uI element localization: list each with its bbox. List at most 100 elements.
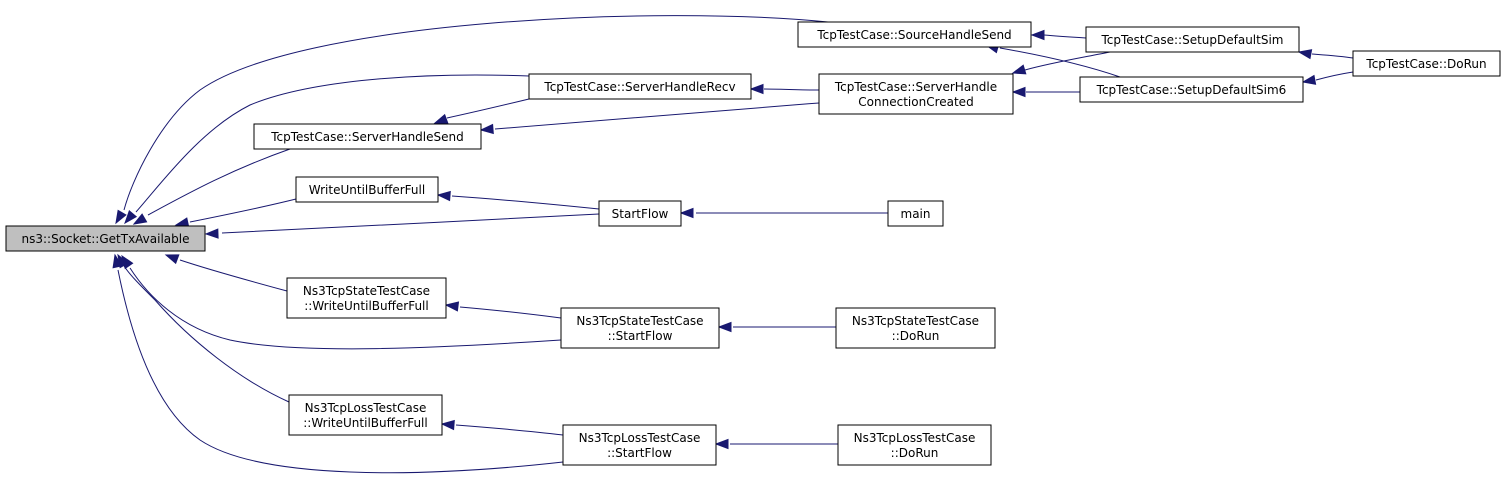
arrowhead-icon	[1297, 49, 1313, 60]
node-label: ConnectionCreated	[858, 95, 973, 109]
node-setup[interactable]: TcpTestCase::SetupDefaultSim	[1085, 26, 1300, 53]
node-label: Ns3TcpLossTestCase	[305, 401, 427, 415]
node-box	[288, 394, 443, 436]
node-gettx[interactable]: ns3::Socket::GetTxAvailable	[5, 225, 206, 252]
arrowhead-icon	[679, 207, 694, 219]
node-label: ns3::Socket::GetTxAvailable	[22, 232, 190, 246]
arrowhead-icon	[164, 254, 180, 265]
arrowhead-icon	[132, 213, 148, 225]
node-srvsend[interactable]: TcpTestCase::ServerHandleSend	[253, 123, 482, 150]
edge-statestart-to-statewubf	[444, 301, 562, 319]
edge-setup6-to-srvconn	[1011, 86, 1080, 98]
node-label: TcpTestCase::SourceHandleSend	[816, 28, 1011, 42]
edge-setup-to-srcsend	[1030, 29, 1087, 41]
node-label: ::WriteUntilBufferFull	[303, 416, 427, 430]
arrowhead-icon	[1030, 29, 1045, 41]
node-box	[1085, 26, 1300, 53]
node-label: ::DoRun	[892, 329, 940, 343]
edge-line	[1024, 51, 1111, 71]
node-startflow[interactable]: StartFlow	[598, 200, 682, 227]
nodes-layer: ns3::Socket::GetTxAvailable TcpTestCase::…	[5, 21, 1501, 466]
node-box	[295, 176, 439, 203]
arrowhead-icon	[1301, 74, 1317, 85]
node-box	[562, 424, 717, 466]
node-box	[1352, 50, 1501, 77]
node-label: ::StartFlow	[607, 446, 672, 460]
node-srcsend[interactable]: TcpTestCase::SourceHandleSend	[797, 21, 1032, 48]
edge-line	[221, 213, 600, 234]
edge-line	[451, 195, 600, 210]
arrowhead-icon	[433, 113, 449, 124]
node-srvrecv[interactable]: TcpTestCase::ServerHandleRecv	[528, 73, 752, 100]
edge-srvrecv-to-gettx	[124, 74, 530, 225]
edge-line	[1311, 53, 1354, 59]
node-main[interactable]: main	[887, 200, 944, 227]
edge-line	[1315, 71, 1354, 81]
node-lossdorun[interactable]: Ns3TcpLossTestCase::DoRun	[837, 424, 992, 466]
node-box	[560, 307, 720, 349]
arrowhead-icon	[714, 438, 729, 450]
node-box	[5, 225, 206, 252]
arrowhead-icon	[440, 419, 455, 431]
node-statestart[interactable]: Ns3TcpStateTestCase::StartFlow	[560, 307, 720, 349]
edge-srvconn-to-srvsend	[479, 102, 820, 135]
node-box	[1079, 76, 1304, 103]
arrowhead-icon	[1011, 86, 1026, 98]
edge-line	[446, 98, 530, 119]
edge-statewubf-to-gettx	[164, 254, 288, 292]
node-label: main	[901, 207, 931, 221]
node-box	[253, 123, 482, 150]
node-label: Ns3TcpLossTestCase	[579, 431, 701, 445]
edge-lossdorun-to-lossstart	[714, 438, 838, 450]
edge-line	[494, 102, 820, 130]
edge-startflow-to-wubf	[436, 190, 600, 210]
edge-line	[179, 259, 288, 292]
edge-setup-to-srvconn	[1011, 51, 1111, 75]
node-statewubf[interactable]: Ns3TcpStateTestCase::WriteUntilBufferFul…	[286, 277, 447, 319]
node-label: TcpTestCase::SetupDefaultSim	[1100, 33, 1283, 47]
edge-srcsend-to-gettx	[115, 15, 829, 225]
edge-line	[763, 88, 820, 91]
arrowhead-icon	[124, 210, 138, 225]
node-box	[887, 200, 944, 227]
node-label: TcpTestCase::SetupDefaultSim6	[1096, 83, 1287, 97]
arrowhead-icon	[444, 301, 460, 312]
node-label: ::DoRun	[891, 446, 939, 460]
node-label: TcpTestCase::DoRun	[1365, 57, 1486, 71]
edge-line	[459, 306, 562, 319]
edge-statedorun-to-statestart	[717, 321, 836, 333]
edge-line	[129, 267, 562, 350]
node-losswubf[interactable]: Ns3TcpLossTestCase::WriteUntilBufferFull	[288, 394, 443, 436]
edge-losswubf-to-gettx	[117, 253, 290, 403]
node-lossstart[interactable]: Ns3TcpLossTestCase::StartFlow	[562, 424, 717, 466]
node-srvconn[interactable]: TcpTestCase::ServerHandleConnectionCreat…	[818, 73, 1014, 115]
node-label: ::StartFlow	[608, 329, 673, 343]
edge-line	[147, 148, 291, 216]
edge-lossstart-to-gettx	[112, 253, 564, 474]
arrowhead-icon	[112, 253, 123, 269]
edge-wubf-to-gettx	[174, 198, 297, 228]
node-label: TcpTestCase::ServerHandleRecv	[543, 80, 735, 94]
edge-line	[135, 74, 530, 213]
edge-lossstart-to-losswubf	[440, 419, 564, 436]
node-setup6[interactable]: TcpTestCase::SetupDefaultSim6	[1079, 76, 1304, 103]
node-box	[835, 307, 996, 349]
node-statedorun[interactable]: Ns3TcpStateTestCase::DoRun	[835, 307, 996, 349]
arrowhead-icon	[204, 228, 219, 239]
edge-dorun-to-setup6	[1301, 71, 1354, 85]
edge-startflow-to-gettx	[204, 213, 600, 239]
arrowhead-icon	[479, 123, 494, 135]
node-box	[837, 424, 992, 466]
node-box	[598, 200, 682, 227]
node-box	[818, 73, 1014, 115]
node-box	[286, 277, 447, 319]
node-label: Ns3TcpStateTestCase	[852, 314, 979, 328]
node-wubf[interactable]: WriteUntilBufferFull	[295, 176, 439, 203]
edge-line	[123, 265, 290, 403]
edge-line	[1043, 34, 1087, 39]
node-label: TcpTestCase::ServerHandle	[834, 80, 997, 94]
node-box	[528, 73, 752, 100]
node-label: WriteUntilBufferFull	[309, 183, 425, 197]
node-dorun[interactable]: TcpTestCase::DoRun	[1352, 50, 1501, 77]
